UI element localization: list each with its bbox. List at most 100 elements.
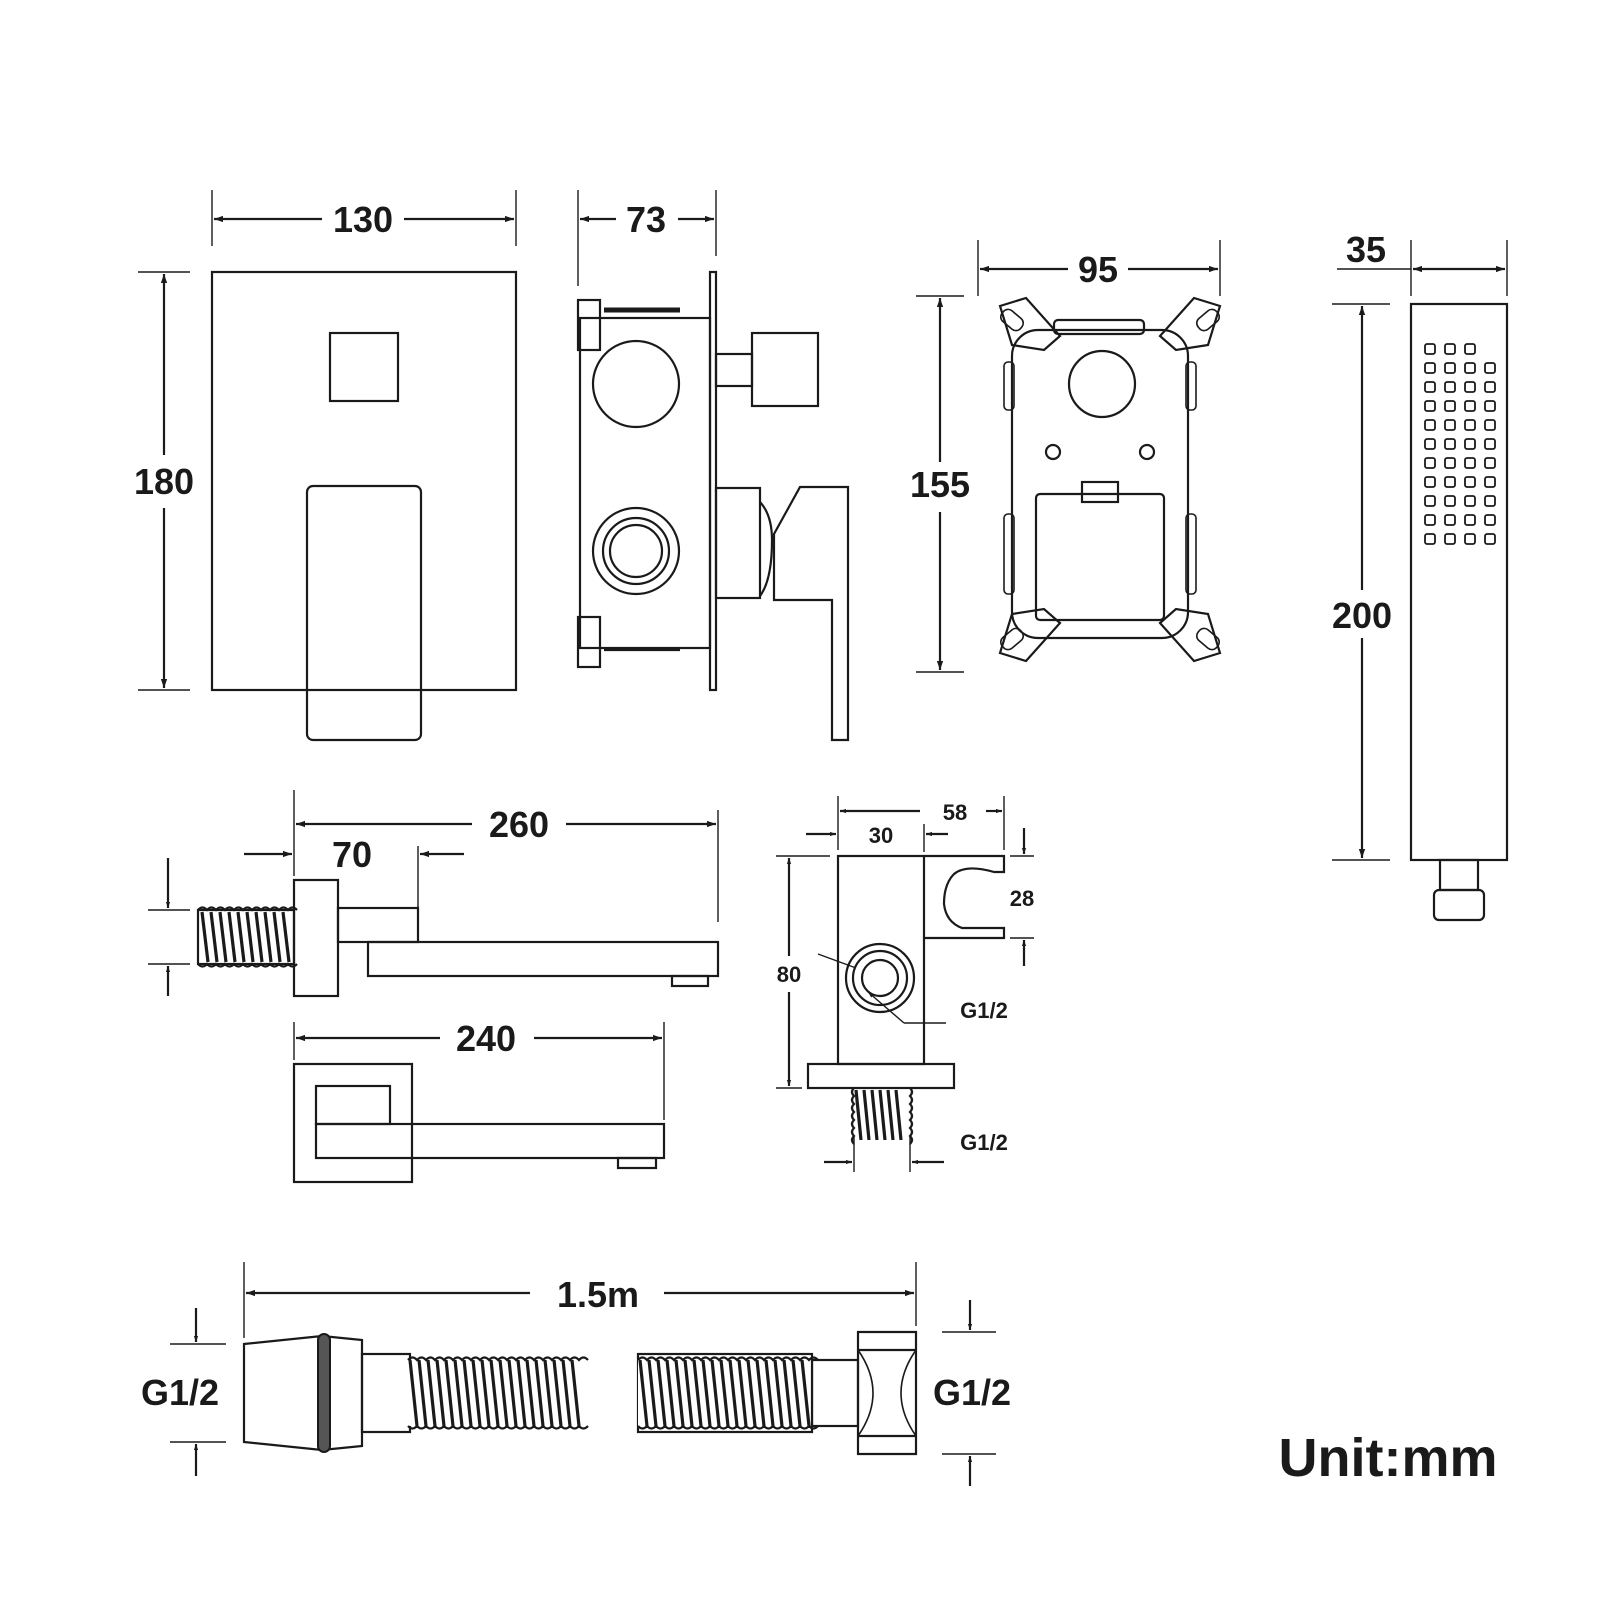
nozzle [1444, 419, 1456, 431]
spout-thread [197, 906, 298, 968]
dim-spout-offset: 70 [244, 834, 464, 908]
spout-side-view [196, 878, 720, 998]
thread-ridge [426, 1359, 437, 1427]
thread-ridge [728, 1359, 739, 1427]
thread-ridge [480, 1359, 491, 1427]
nozzle [1444, 362, 1456, 374]
thread-ridge [791, 1359, 802, 1427]
nozzle [1464, 438, 1476, 450]
nozzle [1484, 476, 1496, 488]
dim-holder-width: 58 [837, 796, 1005, 850]
label-panel-height: 180 [134, 461, 194, 502]
thread-ridge [471, 1359, 482, 1427]
callout-holder-front-thread: G1/2 [817, 953, 1008, 1024]
thread-ridge [435, 1359, 446, 1427]
label-box-width: 95 [1078, 249, 1118, 290]
nozzle [1484, 419, 1496, 431]
nozzle [1484, 438, 1496, 450]
nozzle [1424, 343, 1436, 355]
hose-left-wrap [407, 1356, 589, 1430]
nozzle [1444, 381, 1456, 393]
thread-ridge [254, 911, 264, 963]
hose-edge [407, 1356, 589, 1362]
thread-ridge [444, 1359, 455, 1427]
thread-ridge [746, 1359, 757, 1427]
nozzle [1444, 476, 1456, 488]
dim-hose-right-thread: G1/2 [933, 1300, 1011, 1486]
hose-right-wrap [637, 1356, 819, 1430]
label-spout-offset: 70 [332, 834, 372, 875]
dim-handset-width: 35 [1337, 229, 1508, 296]
thread-ridge [854, 1089, 863, 1141]
nozzle [1424, 495, 1436, 507]
nozzle [1484, 362, 1496, 374]
dim-holder-height: 80 [776, 855, 830, 1089]
dim-holder-hook: 28 [1010, 828, 1034, 966]
dim-hose-length: 1.5m [243, 1262, 917, 1338]
holder-side-view [806, 854, 1006, 1145]
nozzle [1464, 514, 1476, 526]
label-handset-width: 35 [1346, 229, 1386, 270]
nozzle [1464, 400, 1476, 412]
nozzle [1464, 381, 1476, 393]
dim-spout-thread-height [148, 858, 190, 996]
nozzle [1484, 495, 1496, 507]
nozzle [1424, 400, 1436, 412]
label-holder-height: 80 [777, 962, 801, 987]
nozzle [1484, 533, 1496, 545]
label-holder-bottom-thread: G1/2 [960, 1130, 1008, 1155]
thread-ridge [525, 1359, 536, 1427]
nozzle [1484, 457, 1496, 469]
holder-thread [850, 1087, 914, 1145]
thread-ridge [764, 1359, 775, 1427]
dim-box-height: 155 [910, 295, 970, 673]
thread-ridge [534, 1359, 545, 1427]
nozzle [1444, 400, 1456, 412]
nozzle [1444, 438, 1456, 450]
lever-handle [305, 484, 423, 742]
thread-ridge [773, 1359, 784, 1427]
thread-ridge [737, 1359, 748, 1427]
nozzle [1464, 457, 1476, 469]
shower-nozzle-grid [1424, 343, 1496, 545]
thread-ridge [683, 1359, 694, 1427]
unit-label: Unit:mm [1279, 1428, 1498, 1488]
hose-view [242, 1330, 918, 1456]
hose-nut [856, 1330, 918, 1456]
thread-edge [197, 906, 298, 912]
nozzle [1424, 514, 1436, 526]
thread-ridge [209, 911, 219, 963]
hose-edge [637, 1424, 819, 1430]
nozzle [1464, 362, 1476, 374]
dim-body-depth: 73 [577, 190, 717, 286]
dim-handset-length: 200 [1332, 303, 1392, 861]
hand-shower-view [1409, 302, 1509, 922]
nozzle [1464, 343, 1476, 355]
hose-edge [407, 1424, 589, 1430]
thread-ridge [218, 911, 228, 963]
thread-ridge [886, 1089, 895, 1141]
thread-ridge [782, 1359, 793, 1427]
thread-ridge [710, 1359, 721, 1427]
thread-edge [197, 962, 298, 968]
nozzle [1424, 381, 1436, 393]
front-panel-view [210, 270, 518, 742]
nozzle [1424, 457, 1436, 469]
nozzle [1464, 495, 1476, 507]
nozzle [1444, 457, 1456, 469]
label-hose-length: 1.5m [557, 1274, 639, 1315]
dim-holder-bottom-thread: G1/2 [824, 1130, 1008, 1172]
nozzle [1464, 476, 1476, 488]
thread-ridge [570, 1359, 581, 1427]
dim-spout2-length: 240 [293, 1018, 665, 1120]
mounting-box-view [998, 296, 1222, 663]
thread-ridge [417, 1359, 428, 1427]
thread-ridge [507, 1359, 518, 1427]
dim-hose-left-thread: G1/2 [141, 1308, 226, 1476]
dim-panel-width: 130 [211, 190, 517, 246]
label-holder-hook: 28 [1010, 886, 1034, 911]
diverter-button [328, 331, 400, 403]
label-box-height: 155 [910, 464, 970, 505]
